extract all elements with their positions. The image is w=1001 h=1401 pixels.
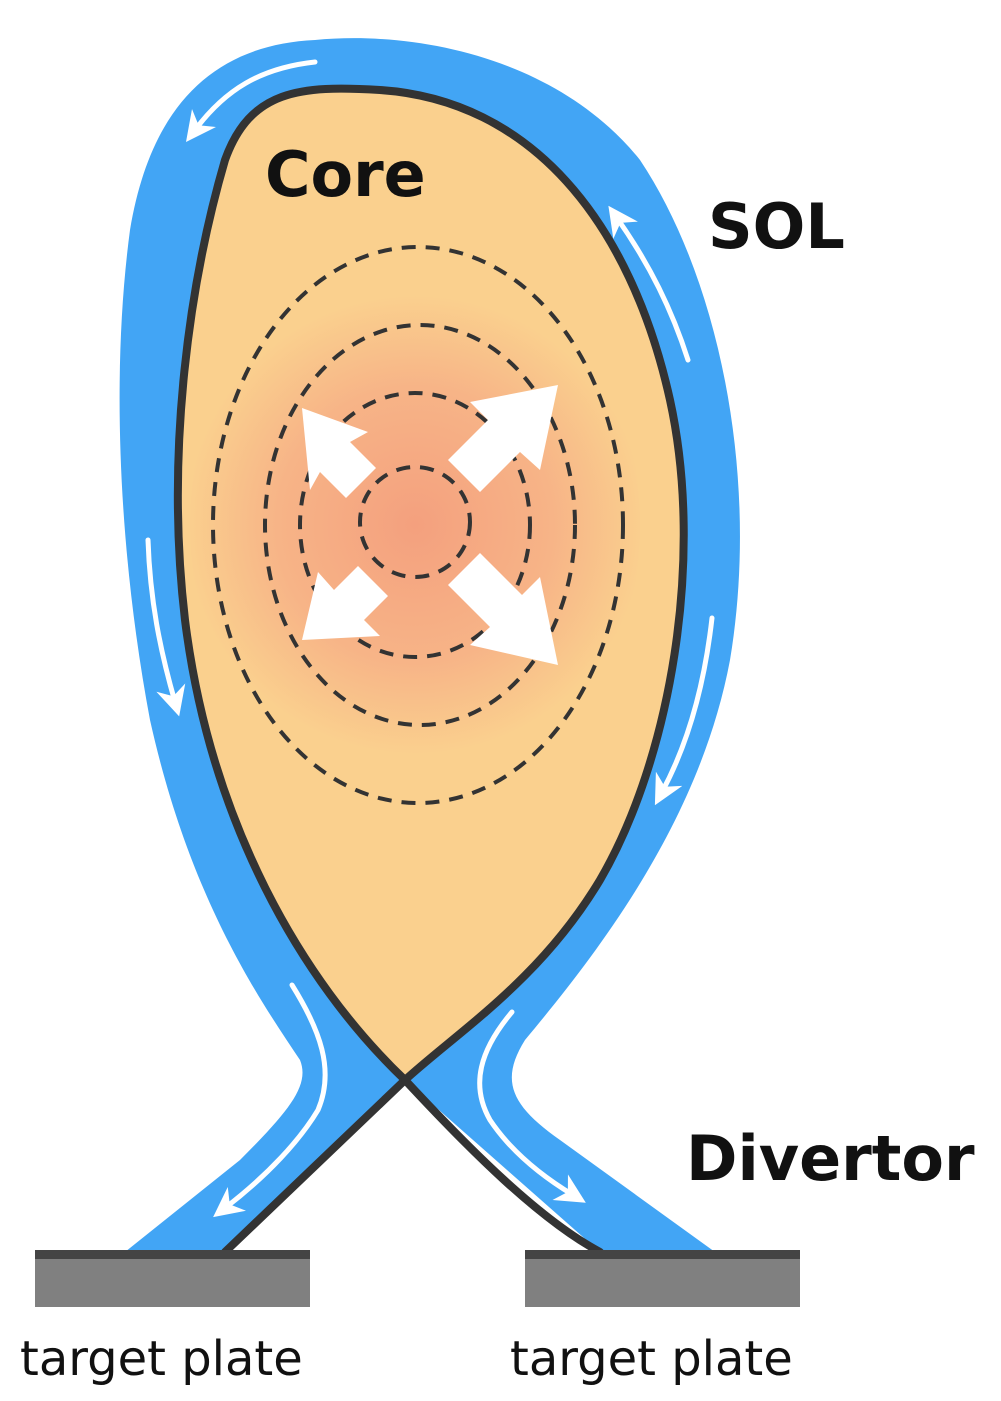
flow-arrow-divertor-left: [213, 982, 328, 1218]
flow-arrow-right-upper: [608, 205, 691, 363]
divertor-label: Divertor: [686, 1122, 975, 1195]
core-label: Core: [265, 138, 426, 211]
transport-arrow-down-right: [448, 553, 558, 665]
separatrix: [173, 84, 688, 1256]
target-plate-left-label: target plate: [20, 1331, 303, 1387]
flow-arrow-right-lower: [654, 615, 715, 806]
flow-arrow-top: [185, 59, 318, 142]
target-plate-left: [35, 1250, 310, 1307]
flow-arrow-left: [145, 537, 186, 717]
flux-surface-2: [298, 391, 532, 659]
radial-transport-arrows: [302, 385, 558, 665]
transport-arrow-up-left: [302, 408, 376, 498]
transport-arrow-up-right: [448, 385, 558, 492]
sol-flow-arrows: [145, 59, 715, 1218]
target-plate-right-label: target plate: [510, 1331, 793, 1387]
target-plate-right: [525, 1250, 800, 1307]
core-region: [177, 88, 684, 1080]
sol-label: SOL: [708, 190, 845, 263]
flux-surface-1: [358, 465, 472, 579]
flux-surfaces: [211, 245, 625, 805]
flux-surface-4: [211, 245, 625, 805]
flow-arrow-divertor-right: [477, 1009, 586, 1203]
flux-surface-3: [263, 323, 577, 727]
transport-arrow-down-left: [302, 566, 388, 640]
